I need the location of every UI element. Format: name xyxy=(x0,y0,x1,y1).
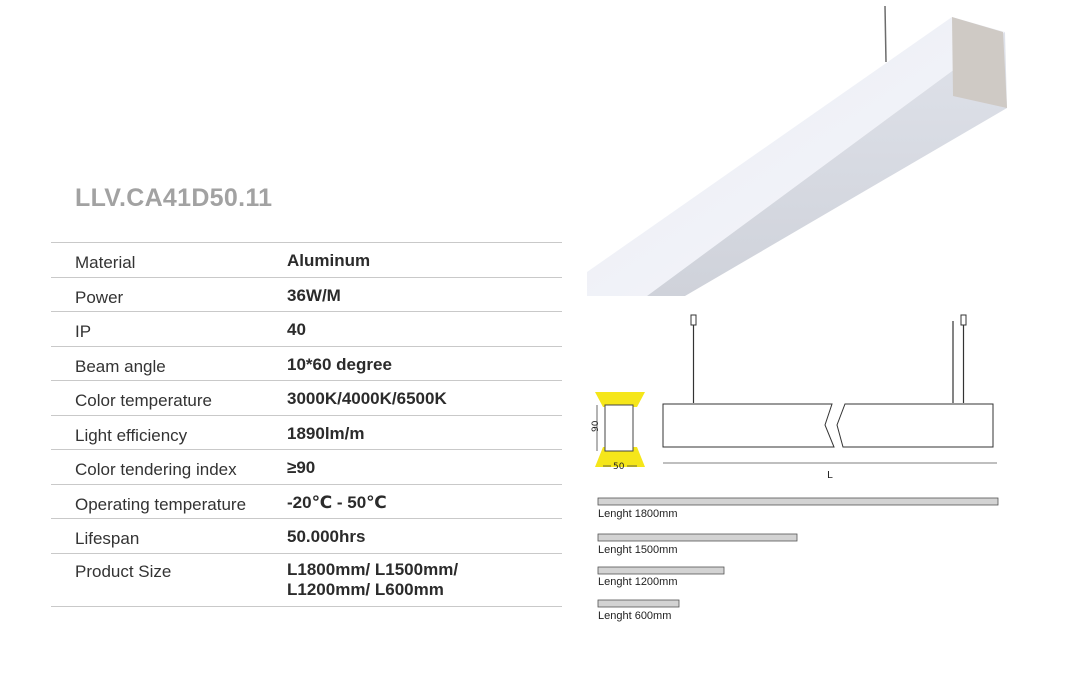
length-bar xyxy=(597,533,798,542)
spec-value: 3000K/4000K/6500K xyxy=(287,389,447,408)
spec-label: Color temperature xyxy=(75,391,213,410)
spec-value: 36W/M xyxy=(287,285,341,305)
spec-value: -20℃ - 50℃ xyxy=(287,492,387,512)
model-number: LLV.CA41D50.11 xyxy=(75,184,273,212)
length-dimension-label: L xyxy=(827,470,833,481)
spec-label: Lifespan xyxy=(75,529,140,548)
spec-value: Aluminum xyxy=(287,251,371,270)
product-render xyxy=(587,5,1007,296)
spec-value: 10*60 degree xyxy=(287,354,392,374)
spec-label: Operating temperature xyxy=(75,494,247,514)
profile-side-right xyxy=(836,403,994,448)
spec-value: L1800mm/ L1500mm/ L1200mm/ L600mm xyxy=(287,559,459,599)
length-bar-label: Lenght 600mm xyxy=(598,610,671,622)
spec-label: Material xyxy=(75,253,136,272)
length-bar-label: Lenght 1500mm xyxy=(598,544,678,556)
length-bar-label: Lenght 1200mm xyxy=(598,576,678,588)
width-dimension: 50 xyxy=(613,462,625,472)
light-beam-top xyxy=(595,392,645,407)
spec-value: 40 xyxy=(287,320,306,339)
spec-row: Color temperature 3000K/4000K/6500K xyxy=(51,381,562,416)
spec-row: Color tendering index ≥90 xyxy=(51,450,562,485)
suspension-wire xyxy=(884,5,887,63)
spec-row: Beam angle 10*60 degree xyxy=(51,347,562,381)
spec-row: Light efficiency 1890lm/m xyxy=(51,416,562,450)
spec-table: Material Aluminum Power 36W/M IP 40 Beam… xyxy=(51,242,562,607)
profile-top-face xyxy=(587,17,1005,296)
spec-row: Product Size L1800mm/ L1500mm/ L1200mm/ … xyxy=(51,554,562,607)
spec-label: Light efficiency xyxy=(75,425,188,445)
spec-value: 1890lm/m xyxy=(287,423,365,443)
spec-label: Power xyxy=(75,287,124,307)
length-bar xyxy=(597,566,725,575)
spec-row: IP 40 xyxy=(51,312,562,347)
spec-label: IP xyxy=(75,322,92,341)
spec-label: Beam angle xyxy=(75,356,166,376)
technical-drawing: 90 50 L xyxy=(591,314,997,481)
height-dimension: 90 xyxy=(591,420,601,432)
light-beam-bottom xyxy=(595,447,645,467)
spec-label: Color tendering index xyxy=(75,460,237,479)
profile-lens-face xyxy=(647,32,1007,296)
spec-value: ≥90 xyxy=(287,458,316,477)
length-bar-label: Lenght 1800mm xyxy=(598,508,678,520)
profile-end-cap xyxy=(952,17,1007,108)
cross-section-outline xyxy=(604,404,634,452)
spec-row: Power 36W/M xyxy=(51,278,562,312)
spec-row: Material Aluminum xyxy=(51,243,562,278)
spec-value: 50.000hrs xyxy=(287,527,366,546)
spec-row: Lifespan 50.000hrs xyxy=(51,519,562,554)
length-comparison: Lenght 1800mm Lenght 1500mm Lenght 1200m… xyxy=(597,497,999,622)
spec-label: Product Size xyxy=(75,561,172,581)
length-bar xyxy=(597,497,999,506)
length-bar xyxy=(597,599,680,608)
spec-row: Operating temperature -20℃ - 50℃ xyxy=(51,485,562,519)
profile-side-left xyxy=(662,403,835,448)
